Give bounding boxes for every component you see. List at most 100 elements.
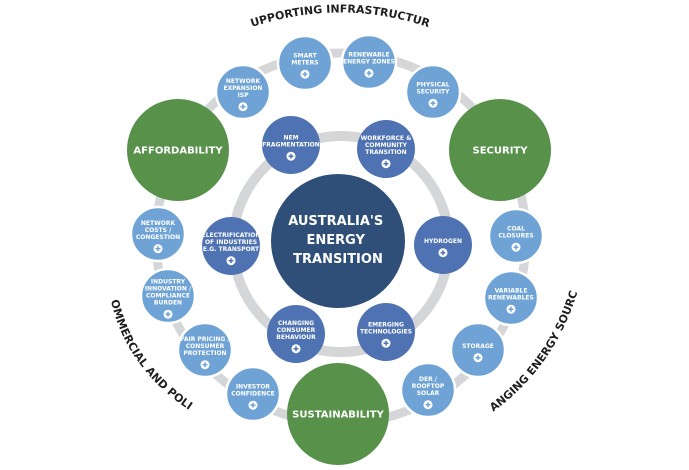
- node-circle: [127, 99, 229, 201]
- node-label-line: COMMUNITY: [365, 142, 408, 149]
- node-label: SECURITY: [473, 145, 529, 156]
- node-circle: [224, 365, 282, 423]
- expand-plus-icon[interactable]: [300, 69, 310, 79]
- node-label-line: PHYSICAL: [416, 82, 449, 89]
- expand-plus-icon[interactable]: [248, 400, 258, 410]
- node-label-line: SUSTAINABILITY: [292, 409, 384, 420]
- node-label-line: CONSUMER: [186, 343, 225, 350]
- plus-icon-v: [510, 306, 512, 312]
- node-label-line: TRANSITION: [365, 149, 406, 156]
- node-circle: [139, 267, 197, 325]
- expand-plus-icon[interactable]: [238, 102, 248, 112]
- plus-icon-v: [167, 311, 169, 317]
- plus-icon-v: [157, 246, 159, 252]
- node-circle: [262, 116, 320, 174]
- node-label-line: TECHNOLOGIES: [360, 329, 412, 336]
- node-label-line: VARIABLE: [495, 288, 528, 295]
- arc-label-supporting-infrastructure: SUPPORTING INFRASTRUCTURE: [0, 0, 432, 30]
- node-label-line: (E.G. TRANSPORT): [200, 246, 262, 253]
- center-line-3: TRANSITION: [293, 252, 383, 267]
- node-security: SECURITY: [449, 99, 551, 201]
- expand-plus-icon[interactable]: [291, 344, 301, 354]
- expand-plus-icon[interactable]: [381, 338, 391, 348]
- expand-plus-icon[interactable]: [163, 309, 173, 319]
- node-label-line: ELECTRIFICATION: [202, 232, 261, 239]
- node-circle: [202, 217, 260, 275]
- expand-plus-icon[interactable]: [511, 242, 521, 252]
- expand-plus-icon[interactable]: [286, 151, 296, 161]
- node-storage[interactable]: STORAGE: [449, 321, 507, 379]
- node-circle: [287, 363, 389, 465]
- expand-plus-icon[interactable]: [226, 256, 236, 266]
- node-label-line: FAIR PRICING /: [180, 336, 230, 343]
- node-label-line: BEHAVIOUR: [276, 334, 316, 341]
- node-label-line: INNOVATION /: [145, 286, 192, 293]
- node-circle: [399, 361, 457, 419]
- node-circle: [357, 303, 415, 361]
- node-label-line: SECURITY: [473, 145, 529, 156]
- expand-plus-icon[interactable]: [506, 304, 516, 314]
- node-circle: [449, 99, 551, 201]
- node-label-line: RENEWABLE: [348, 52, 389, 59]
- node-hydrogen[interactable]: HYDROGEN: [414, 216, 472, 274]
- plus-icon-v: [230, 258, 232, 264]
- plus-icon-v: [242, 104, 244, 110]
- node-label-line: NETWORK: [226, 78, 261, 85]
- node-label-line: CONSUMER: [277, 327, 316, 334]
- expand-plus-icon[interactable]: [423, 400, 433, 410]
- center-node: AUSTRALIA'S ENERGY TRANSITION: [271, 174, 405, 308]
- node-label-line: HYDROGEN: [424, 238, 462, 245]
- node-label-line: CHANGING: [278, 320, 314, 327]
- expand-plus-icon[interactable]: [428, 98, 438, 108]
- expand-plus-icon[interactable]: [364, 68, 374, 78]
- center-line-2: ENERGY: [307, 233, 366, 248]
- node-label-line: FRAGMENTATION: [262, 142, 320, 149]
- node-circle: [404, 63, 462, 121]
- plus-icon-v: [427, 402, 429, 408]
- expand-plus-icon[interactable]: [473, 353, 483, 363]
- node-label-line: COSTS /: [145, 227, 172, 234]
- plus-icon-v: [290, 153, 292, 159]
- node-circle: [487, 207, 545, 265]
- center-circle: [271, 174, 405, 308]
- node-circle: [214, 63, 272, 121]
- expand-plus-icon[interactable]: [438, 248, 448, 258]
- node-label-line: PROTECTION: [183, 350, 226, 357]
- expand-plus-icon[interactable]: [153, 244, 163, 254]
- node-label-line: CONFIDENCE: [231, 391, 274, 398]
- expand-plus-icon[interactable]: [381, 159, 391, 169]
- expand-plus-icon[interactable]: [200, 360, 210, 370]
- plus-icon-v: [385, 340, 387, 346]
- node-label-line: CONGESTION: [136, 234, 180, 241]
- plus-icon-v: [252, 402, 254, 408]
- plus-icon-v: [442, 250, 444, 256]
